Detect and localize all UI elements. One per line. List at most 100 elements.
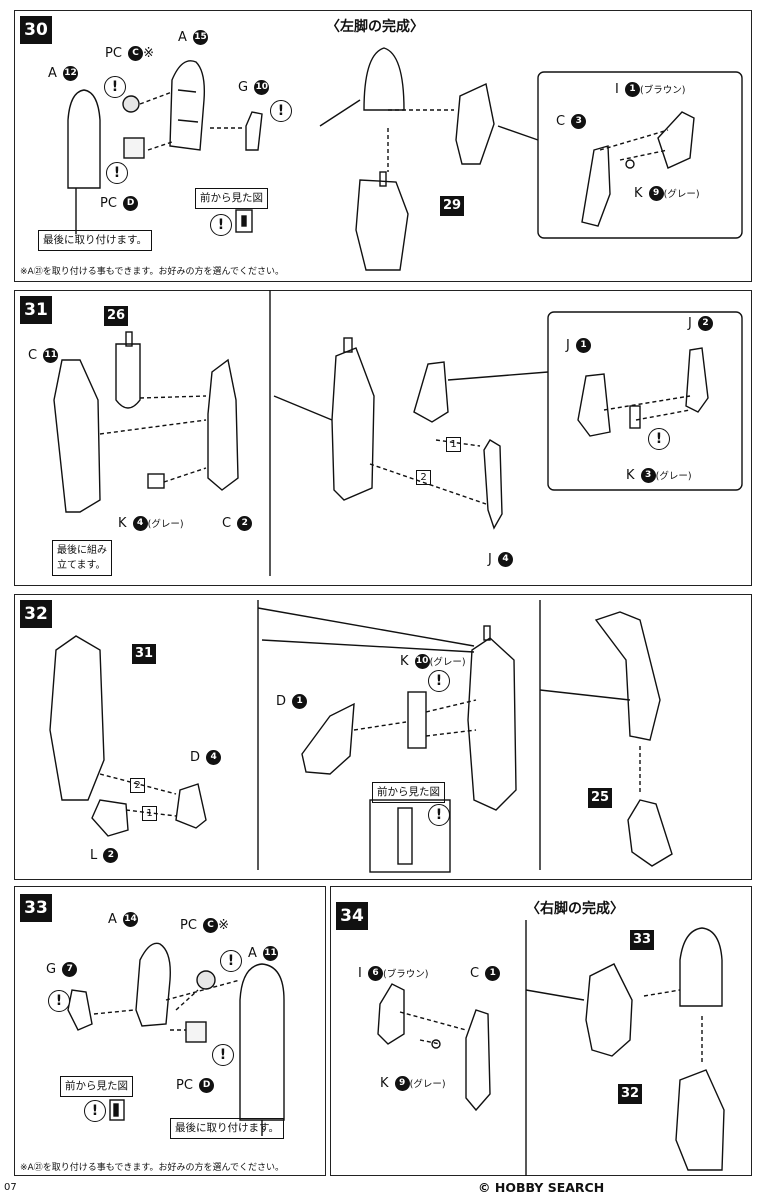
- part-label: C 2: [222, 516, 253, 531]
- armor-cap-part: [679, 927, 723, 1007]
- part-label: D 4: [190, 750, 222, 765]
- part-j4: [483, 439, 503, 530]
- part-label: G 7: [46, 962, 78, 977]
- part-k4: [147, 473, 165, 489]
- part-d4: [175, 783, 207, 829]
- step-reference: 33: [630, 930, 654, 950]
- part-label: K 9(グレー): [634, 186, 700, 201]
- front-view-box: [369, 799, 451, 873]
- assemble-last-note: 最後に組み 立てます。: [52, 540, 112, 576]
- part-label: A 11: [248, 946, 279, 961]
- order-marker: 1: [446, 437, 461, 452]
- step-number: 33: [20, 894, 52, 922]
- exclamation-circle-icon: !: [104, 76, 126, 98]
- polycap-block: [123, 137, 145, 159]
- part-label: A 12: [48, 66, 79, 81]
- exclamation-circle-icon: !: [428, 670, 450, 692]
- part-label: K 4(グレー): [118, 516, 184, 531]
- part-label: PC D: [100, 196, 139, 211]
- part-25: [627, 799, 673, 867]
- part-label: I 6(ブラウン): [358, 966, 429, 981]
- exclamation-circle-icon: !: [212, 1044, 234, 1066]
- frame-part-a14: [135, 942, 171, 1027]
- polycap-ball: [196, 970, 216, 990]
- step-34-panel: [330, 886, 752, 1176]
- exclamation-circle-icon: !: [84, 1100, 106, 1122]
- exclamation-circle-icon: !: [648, 428, 670, 450]
- step-reference: 29: [440, 196, 464, 216]
- footnote: ※A㉑を取り付ける事もできます。お好みの方を選んでください。: [20, 267, 284, 277]
- exclamation-circle-icon: !: [270, 100, 292, 122]
- small-part-g10: [245, 111, 263, 151]
- part-label: K 10(グレー): [400, 654, 466, 669]
- part-label: C 3: [556, 114, 587, 129]
- part-j1: [577, 373, 611, 437]
- detail-callout: [547, 311, 743, 491]
- detail-callout: [537, 71, 743, 239]
- front-view-label: 前から見た図: [372, 782, 445, 803]
- exclamation-circle-icon: !: [106, 162, 128, 184]
- polycap-block: [185, 1021, 207, 1043]
- leg-assembly: [467, 637, 517, 811]
- watermark: © HOBBY SEARCH: [478, 1180, 605, 1195]
- step-31-panel: [14, 290, 752, 586]
- armor-cap-part: [363, 47, 405, 111]
- step-reference: 31: [132, 644, 156, 664]
- step-number: 31: [20, 296, 52, 324]
- part-label: D 1: [276, 694, 308, 709]
- side-armor-part: [585, 963, 633, 1057]
- exclamation-circle-icon: !: [220, 950, 242, 972]
- step-number: 32: [20, 600, 52, 628]
- ankle-joint-part: [115, 343, 141, 409]
- footnote: ※A㉑を取り付ける事もできます。お好みの方を選んでください。: [20, 1163, 284, 1173]
- side-armor-part: [455, 82, 495, 165]
- leg-armor-c11: [53, 359, 101, 513]
- part-i1: [657, 111, 695, 169]
- part-i6: [377, 983, 405, 1045]
- front-view-label: 前から見た図: [60, 1076, 133, 1097]
- frame-part-a15: [169, 60, 206, 151]
- part-label: A 14: [108, 912, 139, 927]
- part-label: J 2: [688, 316, 713, 331]
- step-number: 34: [336, 902, 368, 930]
- part-label: J 4: [488, 552, 513, 567]
- part-label: G 10: [238, 80, 270, 95]
- part-label: C 11: [28, 348, 59, 363]
- part-j1-j2-assembly: [413, 361, 449, 423]
- part-l2: [91, 799, 129, 837]
- attach-last-note: 最後に取り付けます。: [38, 230, 152, 251]
- part-label: I 1(ブラウン): [615, 82, 686, 97]
- page-number: 07: [4, 1182, 17, 1193]
- part-label: J 1: [566, 338, 591, 353]
- armor-shell-part: [67, 89, 101, 189]
- leg-assembly: [675, 1069, 725, 1171]
- step-reference: 32: [618, 1084, 642, 1104]
- armor-shell-a11: [239, 963, 285, 1121]
- part-label: PC C※: [180, 918, 229, 933]
- step-reference: 26: [104, 306, 128, 326]
- section-title: 〈左脚の完成〉: [326, 19, 424, 35]
- part-c3: [581, 145, 611, 227]
- exclamation-circle-icon: !: [428, 804, 450, 826]
- part-k10: [407, 691, 427, 749]
- small-part-g7: [67, 989, 93, 1031]
- section-title: 〈右脚の完成〉: [526, 901, 624, 917]
- part-d1: [301, 702, 355, 775]
- leg-assembly-31: [49, 635, 105, 801]
- inner-frame-c2: [207, 358, 239, 491]
- attach-last-note: 最後に取り付けます。: [170, 1118, 284, 1139]
- part-label: K 9(グレー): [380, 1076, 446, 1091]
- part-k3: [629, 405, 641, 429]
- part-j2: [685, 347, 709, 413]
- part-label: L 2: [90, 848, 119, 863]
- part-label: PC C※: [105, 46, 154, 61]
- part-c1: [465, 1009, 491, 1112]
- exclamation-circle-icon: !: [48, 990, 70, 1012]
- front-view-label: 前から見た図: [195, 188, 268, 209]
- polycap-ball: [122, 95, 140, 113]
- part-label: K 3(グレー): [626, 468, 692, 483]
- part-label: A 15: [178, 30, 209, 45]
- exclamation-circle-icon: !: [210, 214, 232, 236]
- step-number: 30: [20, 16, 52, 44]
